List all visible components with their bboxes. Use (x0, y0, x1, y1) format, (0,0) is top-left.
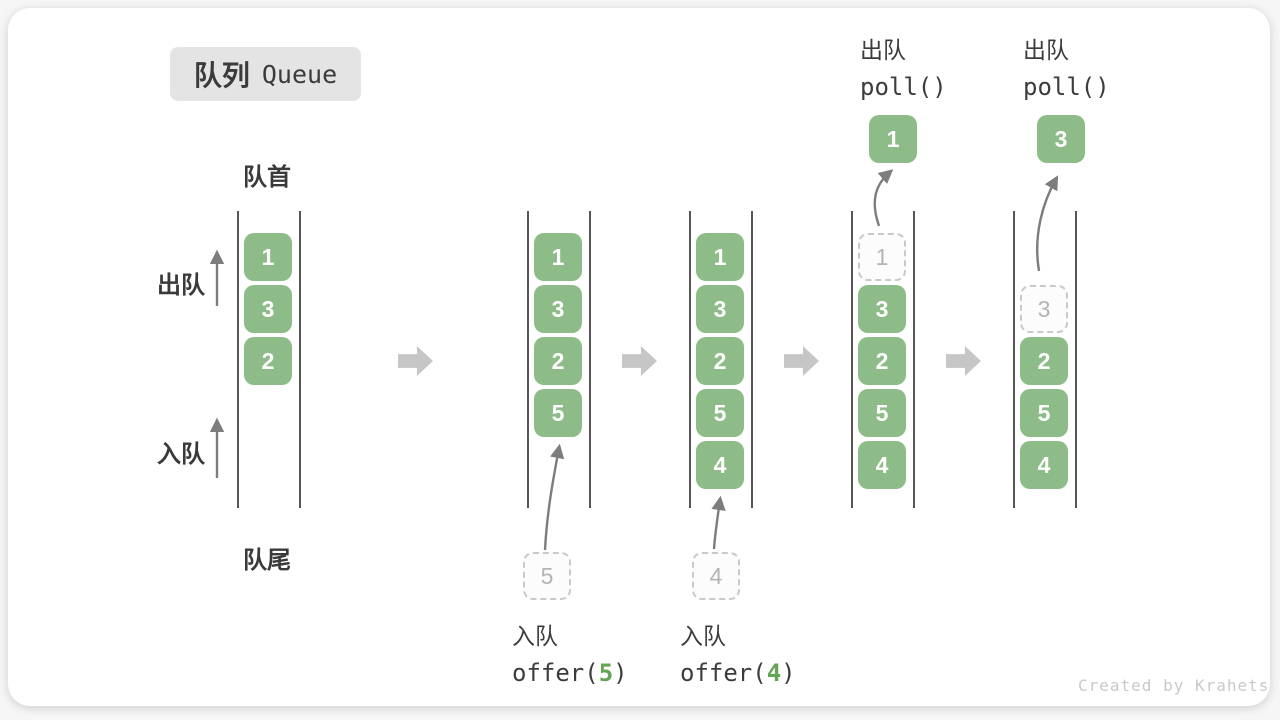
queue-2-element: 2 (534, 337, 582, 385)
queue-1-element: 1 (244, 233, 292, 281)
watermark: Created by Krahets (1078, 676, 1270, 695)
queue-5-element: 4 (1020, 441, 1068, 489)
pending-enqueue-box: 4 (692, 552, 740, 600)
queue-3-left-rail (689, 211, 691, 508)
enqueue-op-2: 入队 offer(4) (680, 617, 796, 687)
dequeue-direction-label: 出队 (157, 272, 205, 299)
queue-4-element: 5 (858, 389, 906, 437)
poll-result-box: 1 (869, 115, 917, 163)
enqueue-op-2-code: offer(4) (680, 659, 796, 687)
enqueue-op-1-label: 入队 (512, 623, 558, 649)
title-box: 队列 Queue (170, 47, 361, 101)
queue-5-element-ghost: 3 (1020, 285, 1068, 333)
queue-4-left-rail (851, 211, 853, 508)
queue-3-element: 4 (696, 441, 744, 489)
queue-2-left-rail (527, 211, 529, 508)
dequeue-op-1-label: 出队 (860, 37, 906, 63)
queue-2-element: 1 (534, 233, 582, 281)
enqueue-op-2-label: 入队 (680, 623, 726, 649)
queue-5-element: 5 (1020, 389, 1068, 437)
enqueue-op-1: 入队 offer(5) (512, 617, 628, 687)
enqueue-op-1-arg: 5 (598, 659, 614, 687)
queue-3-element: 5 (696, 389, 744, 437)
queue-3-element: 2 (696, 337, 744, 385)
title-english: Queue (261, 59, 338, 89)
queue-4-element: 4 (858, 441, 906, 489)
queue-4-element-ghost: 1 (858, 233, 906, 281)
queue-3-element: 3 (696, 285, 744, 333)
queue-1-element: 3 (244, 285, 292, 333)
enqueue-op-1-code: offer(5) (512, 659, 628, 687)
queue-2-element: 5 (534, 389, 582, 437)
pending-enqueue-box: 5 (523, 552, 571, 600)
queue-4-element: 3 (858, 285, 906, 333)
enqueue-direction-label: 入队 (157, 441, 205, 468)
queue-5-left-rail (1013, 211, 1015, 508)
dequeue-op-1-code: poll() (860, 73, 947, 101)
dequeue-op-2-code: poll() (1023, 73, 1110, 101)
queue-front-label: 队首 (243, 164, 291, 191)
queue-5-right-rail (1075, 211, 1077, 508)
queue-rear-label: 队尾 (243, 547, 291, 574)
queue-3-right-rail (751, 211, 753, 508)
queue-1-right-rail (299, 211, 301, 508)
queue-4-right-rail (913, 211, 915, 508)
enqueue-op-2-arg: 4 (766, 659, 782, 687)
queue-3-element: 1 (696, 233, 744, 281)
queue-1-left-rail (237, 211, 239, 508)
dequeue-op-2: 出队 poll() (1023, 31, 1110, 101)
poll-result-box: 3 (1037, 115, 1085, 163)
dequeue-op-1: 出队 poll() (860, 31, 947, 101)
dequeue-op-2-label: 出队 (1023, 37, 1069, 63)
queue-2-right-rail (589, 211, 591, 508)
queue-5-element: 2 (1020, 337, 1068, 385)
queue-2-element: 3 (534, 285, 582, 333)
queue-1-element: 2 (244, 337, 292, 385)
title-chinese: 队列 (193, 60, 250, 91)
queue-4-element: 2 (858, 337, 906, 385)
